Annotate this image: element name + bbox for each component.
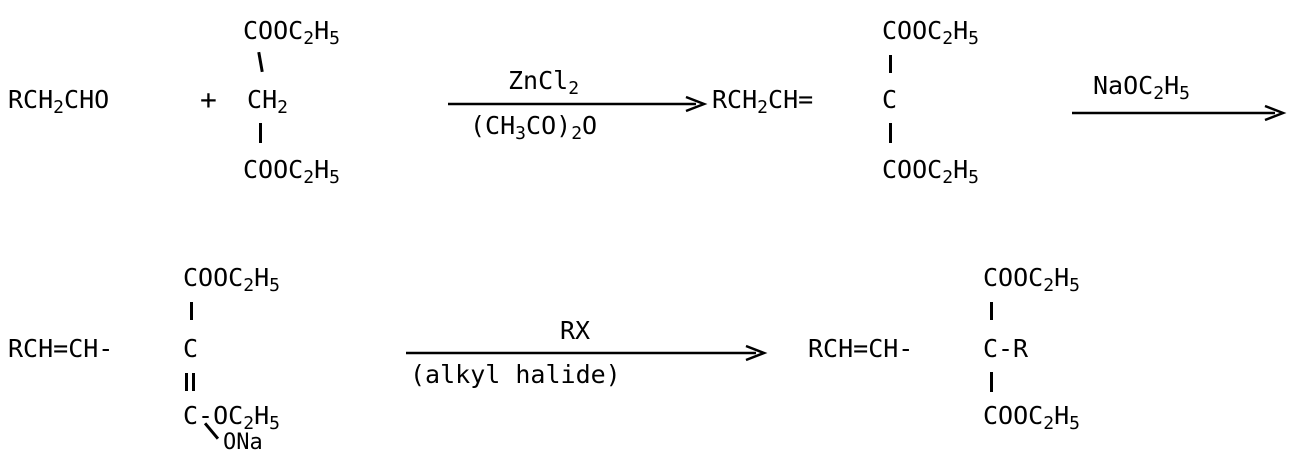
enolate-prefix: RCH=CH- — [8, 334, 114, 363]
arrow1-reagent-below: (CH3CO)2O — [470, 111, 598, 144]
reaction-arrow-1 — [448, 95, 708, 113]
malonate-top-bond — [257, 51, 264, 73]
arrow1-reagent-above: ZnCl2 — [508, 66, 580, 99]
malonate-bottom-ester: COOC2H5 — [243, 155, 340, 188]
plus-sign: + — [200, 83, 217, 116]
product1-top-ester: COOC2H5 — [882, 16, 979, 49]
enolate-top-ester: COOC2H5 — [183, 263, 280, 296]
product2-top-ester: COOC2H5 — [983, 263, 1080, 296]
product1-bottom-ester: COOC2H5 — [882, 155, 979, 188]
product2-bottom-bond — [990, 372, 993, 392]
product1-center-carbon: C — [882, 85, 898, 114]
malonate-top-ester: COOC2H5 — [243, 16, 340, 49]
malonate-methylene: CH2 — [247, 85, 288, 118]
enolate-double-bond — [184, 373, 196, 391]
product2-top-bond — [990, 302, 993, 320]
reaction-arrow-3 — [406, 344, 768, 362]
arrow2-reagent-above: NaOC2H5 — [1093, 71, 1190, 104]
reaction-arrow-2 — [1072, 104, 1287, 122]
product1-bottom-bond — [889, 123, 892, 143]
product2-center-carbon: C — [983, 334, 999, 363]
arrow3-reagent-above: RX — [560, 316, 591, 345]
product1-top-bond — [889, 55, 892, 73]
product2-alkyl-group: -R — [998, 334, 1029, 363]
aldehyde-reactant: RCH2CHO — [8, 85, 110, 118]
enolate-sodium-oxide: ONa — [223, 430, 263, 455]
arrow3-reagent-below: (alkyl halide) — [410, 360, 621, 389]
enolate-lower-group: C-OC2H5 — [183, 401, 280, 434]
product1-prefix: RCH2CH= — [712, 85, 814, 118]
enolate-center-carbon: C — [183, 334, 199, 363]
product2-prefix: RCH=CH- — [808, 334, 914, 363]
product2-bottom-ester: COOC2H5 — [983, 401, 1080, 434]
enolate-top-bond — [190, 302, 193, 320]
malonate-bottom-bond — [259, 123, 262, 143]
